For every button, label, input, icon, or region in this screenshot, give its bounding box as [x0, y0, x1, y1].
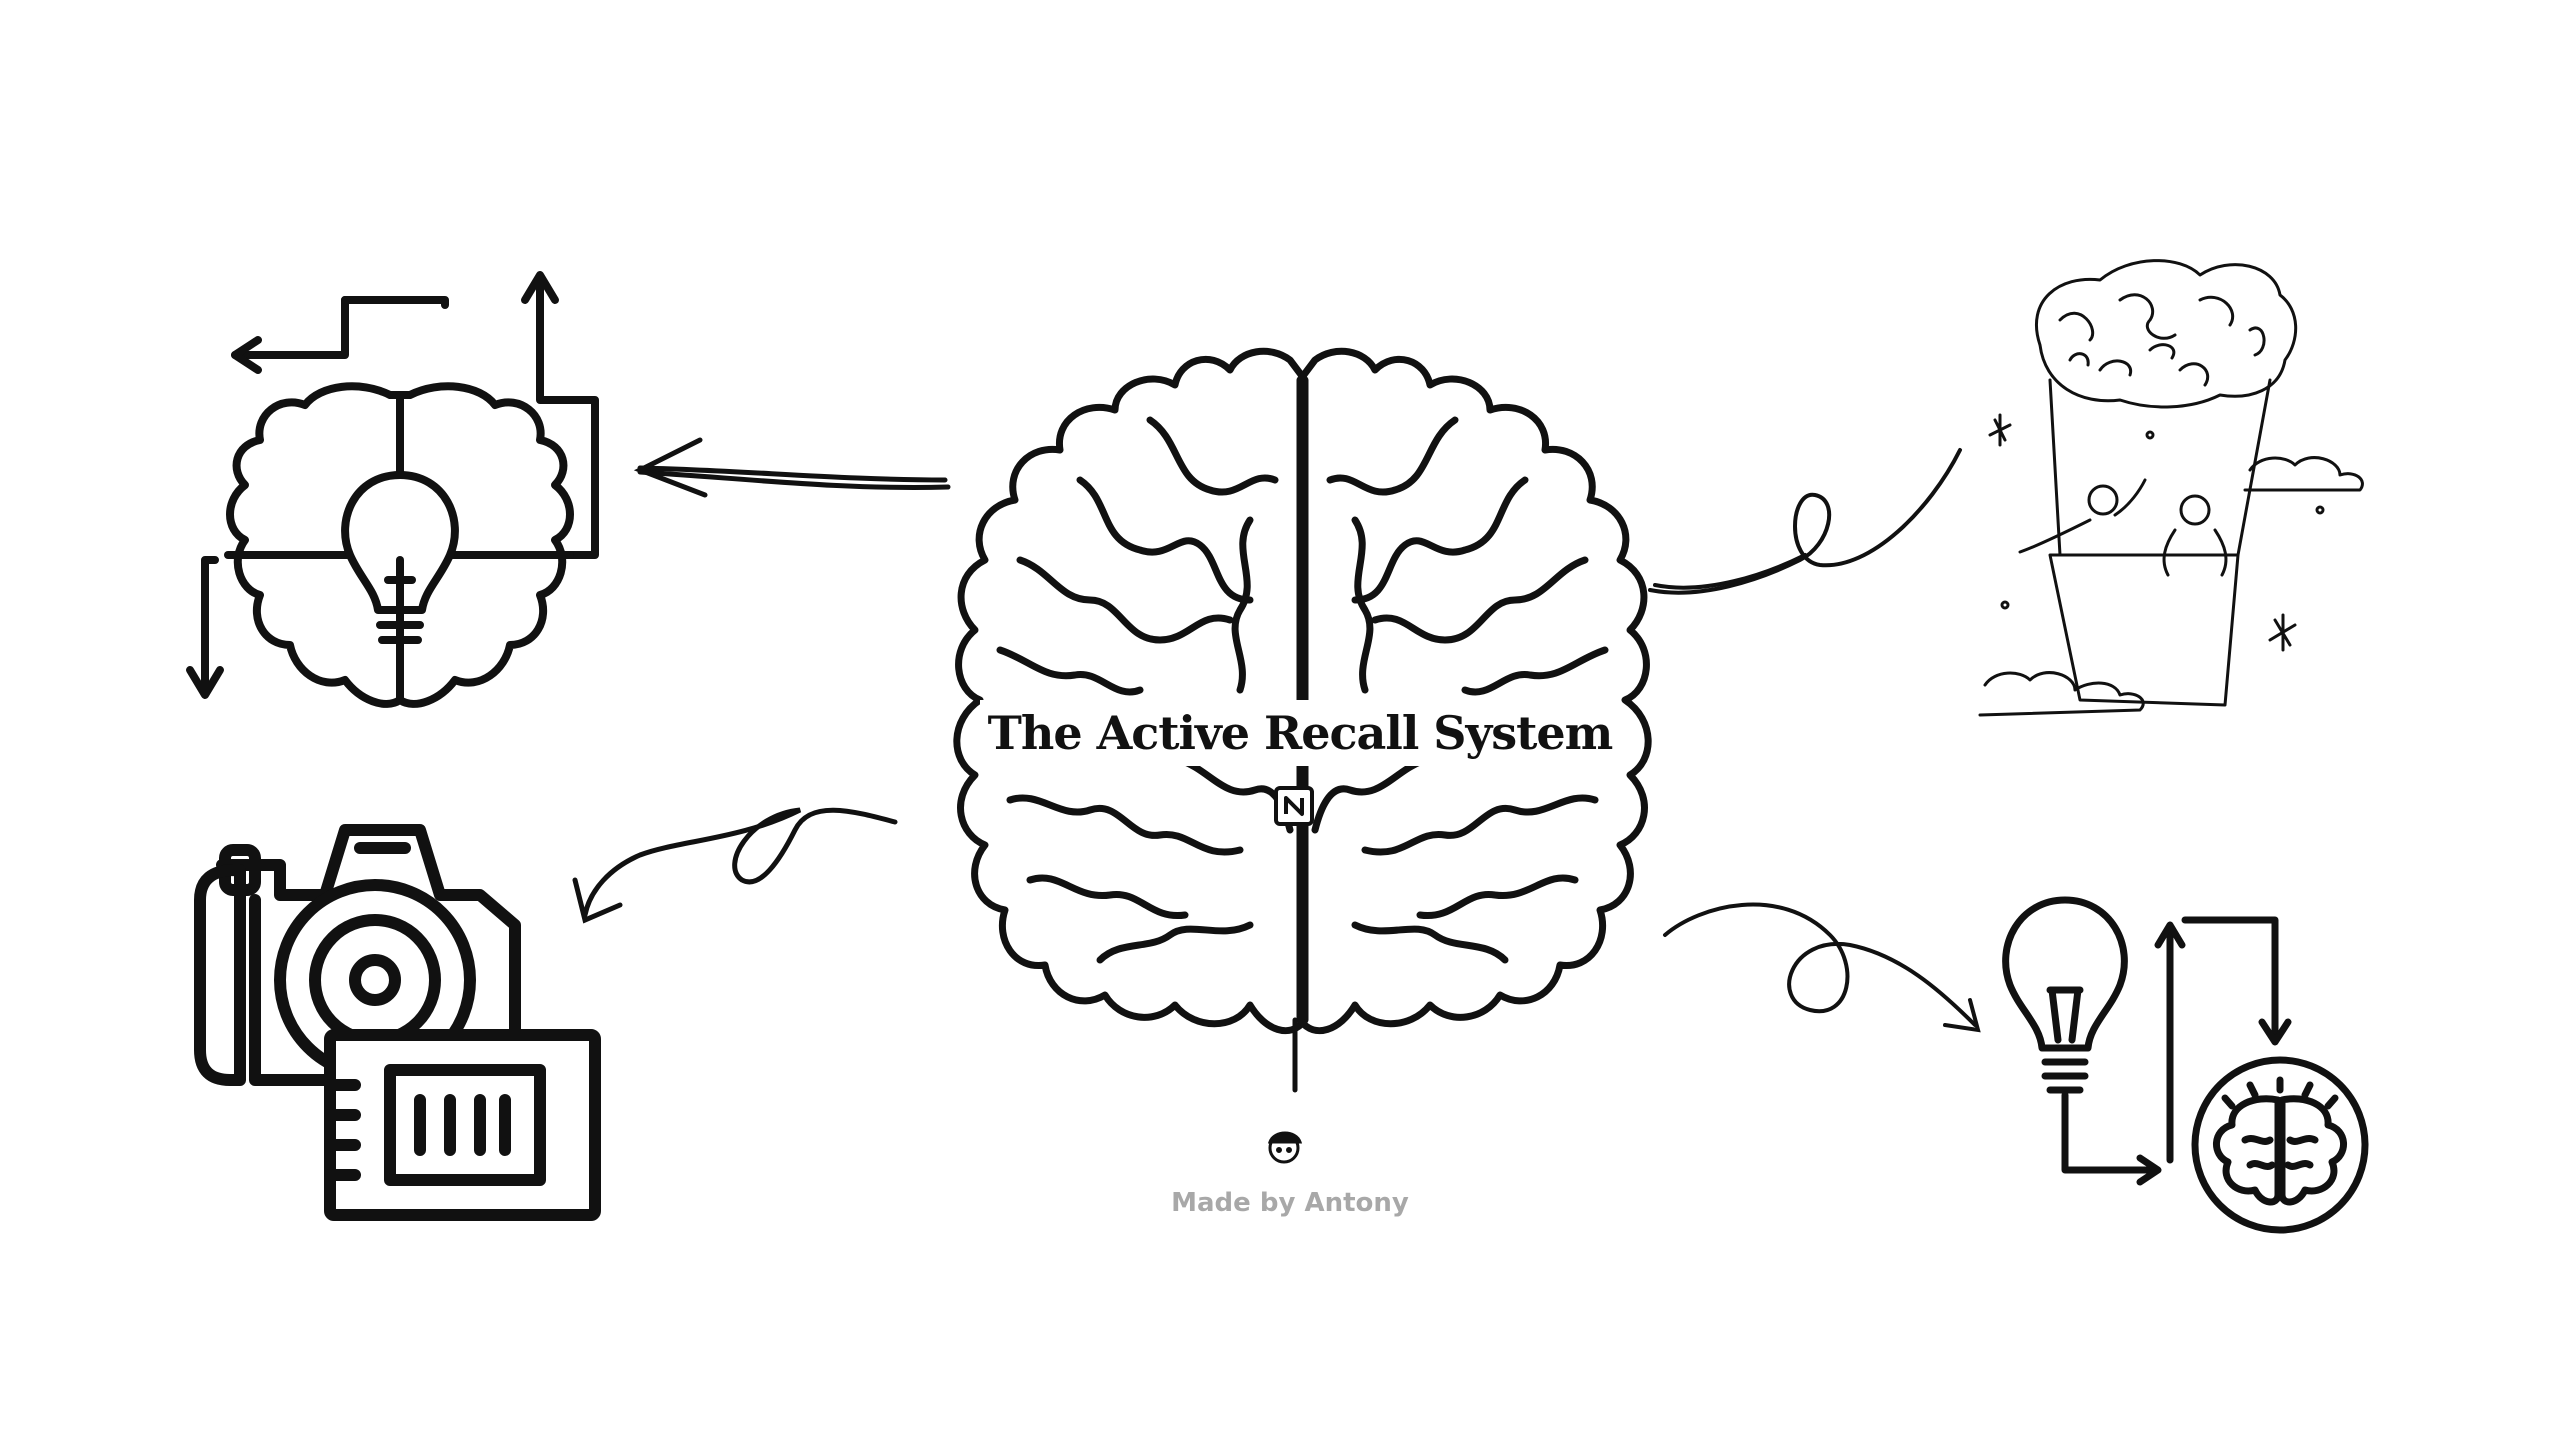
- notion-logo: [1274, 786, 1314, 826]
- arrow-to-top-right: [1648, 448, 1962, 595]
- arrow-to-bottom-right: [1663, 902, 1981, 1033]
- brain-hot-air-balloon-illustration: [1978, 259, 2364, 717]
- arrow-to-top-left: [633, 437, 951, 498]
- page-title: The Active Recall System: [980, 700, 1620, 766]
- author-credit: Made by Antony: [1171, 1188, 1409, 1218]
- brain-lightbulb-arrows-icon: [186, 271, 599, 708]
- arrow-to-bottom-left: [572, 807, 898, 924]
- camera-memory-card-icon: [194, 824, 601, 1221]
- author-avatar: [1267, 1131, 1303, 1164]
- lightbulb-brain-cycle-icon: [2002, 896, 2369, 1234]
- brain-illustration: [953, 347, 1652, 1093]
